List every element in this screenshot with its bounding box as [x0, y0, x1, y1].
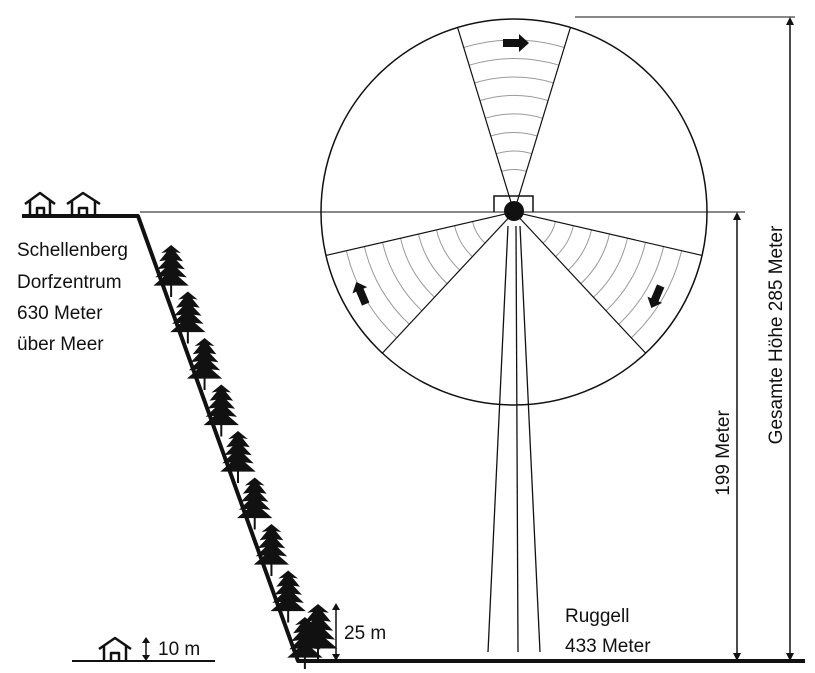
village-altitude: 630 Meter: [17, 303, 103, 324]
house-height-label: 10 m: [158, 639, 200, 660]
blade-sweep-arc: [490, 132, 538, 137]
village-center: Dorfzentrum: [17, 272, 122, 293]
tree-height-label: 25 m: [344, 623, 386, 644]
blade-sweep-arc: [630, 250, 683, 339]
blade-edge: [519, 212, 703, 257]
tree-icon: [270, 570, 306, 623]
blade-sweep-arc: [472, 221, 486, 244]
house-icon: [98, 636, 132, 661]
house-height-arrow: [142, 637, 150, 661]
terrain: [22, 214, 805, 663]
village-name: Schellenberg: [17, 240, 128, 261]
blade: [517, 212, 703, 354]
village-label: Schellenberg Dorfzentrum 630 Meter über …: [17, 240, 128, 355]
tree-icon: [298, 604, 338, 661]
cliff-trees: [153, 245, 323, 669]
blade: [456, 27, 572, 207]
tree-crown: [186, 338, 223, 379]
blade-edge: [325, 212, 509, 257]
tree-crown: [203, 384, 239, 426]
total-height-label: Gesamte Höhe 285 Meter: [766, 225, 787, 444]
hub-height-label: 199 Meter: [713, 410, 734, 496]
tree-icon: [153, 245, 189, 297]
tree-crown: [298, 604, 338, 649]
reference-lines: [140, 16, 795, 213]
valley-house-group: 10 m: [98, 636, 200, 661]
upper-plateau-and-cliff: [22, 214, 805, 663]
tree-icon: [203, 384, 239, 437]
blade-sweep-arc: [382, 242, 423, 312]
tower: [487, 225, 541, 653]
blade-sweep-arc: [474, 76, 554, 84]
blade-edge: [517, 215, 647, 354]
tree-icon: [170, 291, 206, 344]
tree-icon: [186, 338, 223, 390]
rotation-arrows: [352, 34, 665, 309]
valley-altitude: 433 Meter: [565, 636, 651, 657]
tree-crown: [270, 570, 306, 612]
blade-sweep-arc: [605, 242, 646, 312]
blade-edge: [515, 27, 572, 207]
blade-sweep-arc: [454, 225, 473, 257]
blade-edge: [381, 215, 511, 354]
hub-height-arrow: [733, 212, 741, 661]
rotor-blades: [325, 27, 703, 354]
tree-icon: [298, 604, 338, 661]
arrow-icon: [647, 284, 665, 309]
blade-sweep-arc: [485, 113, 543, 119]
blade-sweep-arc: [618, 246, 665, 325]
blade-sweep-arc: [363, 246, 410, 325]
tree-icon: [220, 431, 256, 483]
tree-icon: [253, 524, 290, 576]
nacelle: [493, 195, 534, 221]
arrow-icon: [503, 34, 529, 52]
tree-crown: [170, 291, 206, 333]
blade-sweep-arc: [496, 150, 532, 155]
blade-sweep-arc: [436, 229, 461, 271]
blade-sweep-arc: [593, 238, 628, 298]
tree-icon: [237, 477, 273, 530]
total-height-arrow: [786, 17, 794, 661]
valley-label: Ruggell 433 Meter: [565, 606, 651, 657]
blade: [325, 212, 511, 354]
blade-sweep-arc: [468, 58, 560, 66]
blade-sweep-arc: [542, 221, 556, 244]
blade-sweep-arc: [418, 233, 448, 285]
arrow-icon: [352, 281, 370, 306]
tree-crown: [220, 431, 256, 472]
village-altitude-suffix: über Meer: [17, 334, 104, 355]
house-icon: [66, 191, 101, 216]
tree-height-arrow: [332, 603, 340, 661]
rotor-circle: [320, 18, 708, 406]
hub-icon: [504, 201, 524, 221]
blade-sweep-arc: [479, 94, 549, 102]
blade-sweep-arc: [580, 233, 610, 285]
tree-crown: [153, 245, 189, 286]
blade-sweep-arc: [501, 169, 527, 172]
blade-sweep-arc: [400, 238, 435, 298]
blade-sweep-arc: [567, 229, 592, 271]
blade-sweep-arc: [555, 225, 574, 257]
plateau-houses: [24, 191, 101, 216]
tree-crown: [237, 477, 273, 519]
valley-name: Ruggell: [565, 606, 629, 627]
house-icon: [24, 191, 56, 216]
tree-crown: [253, 524, 290, 565]
blade-edge: [456, 27, 513, 207]
